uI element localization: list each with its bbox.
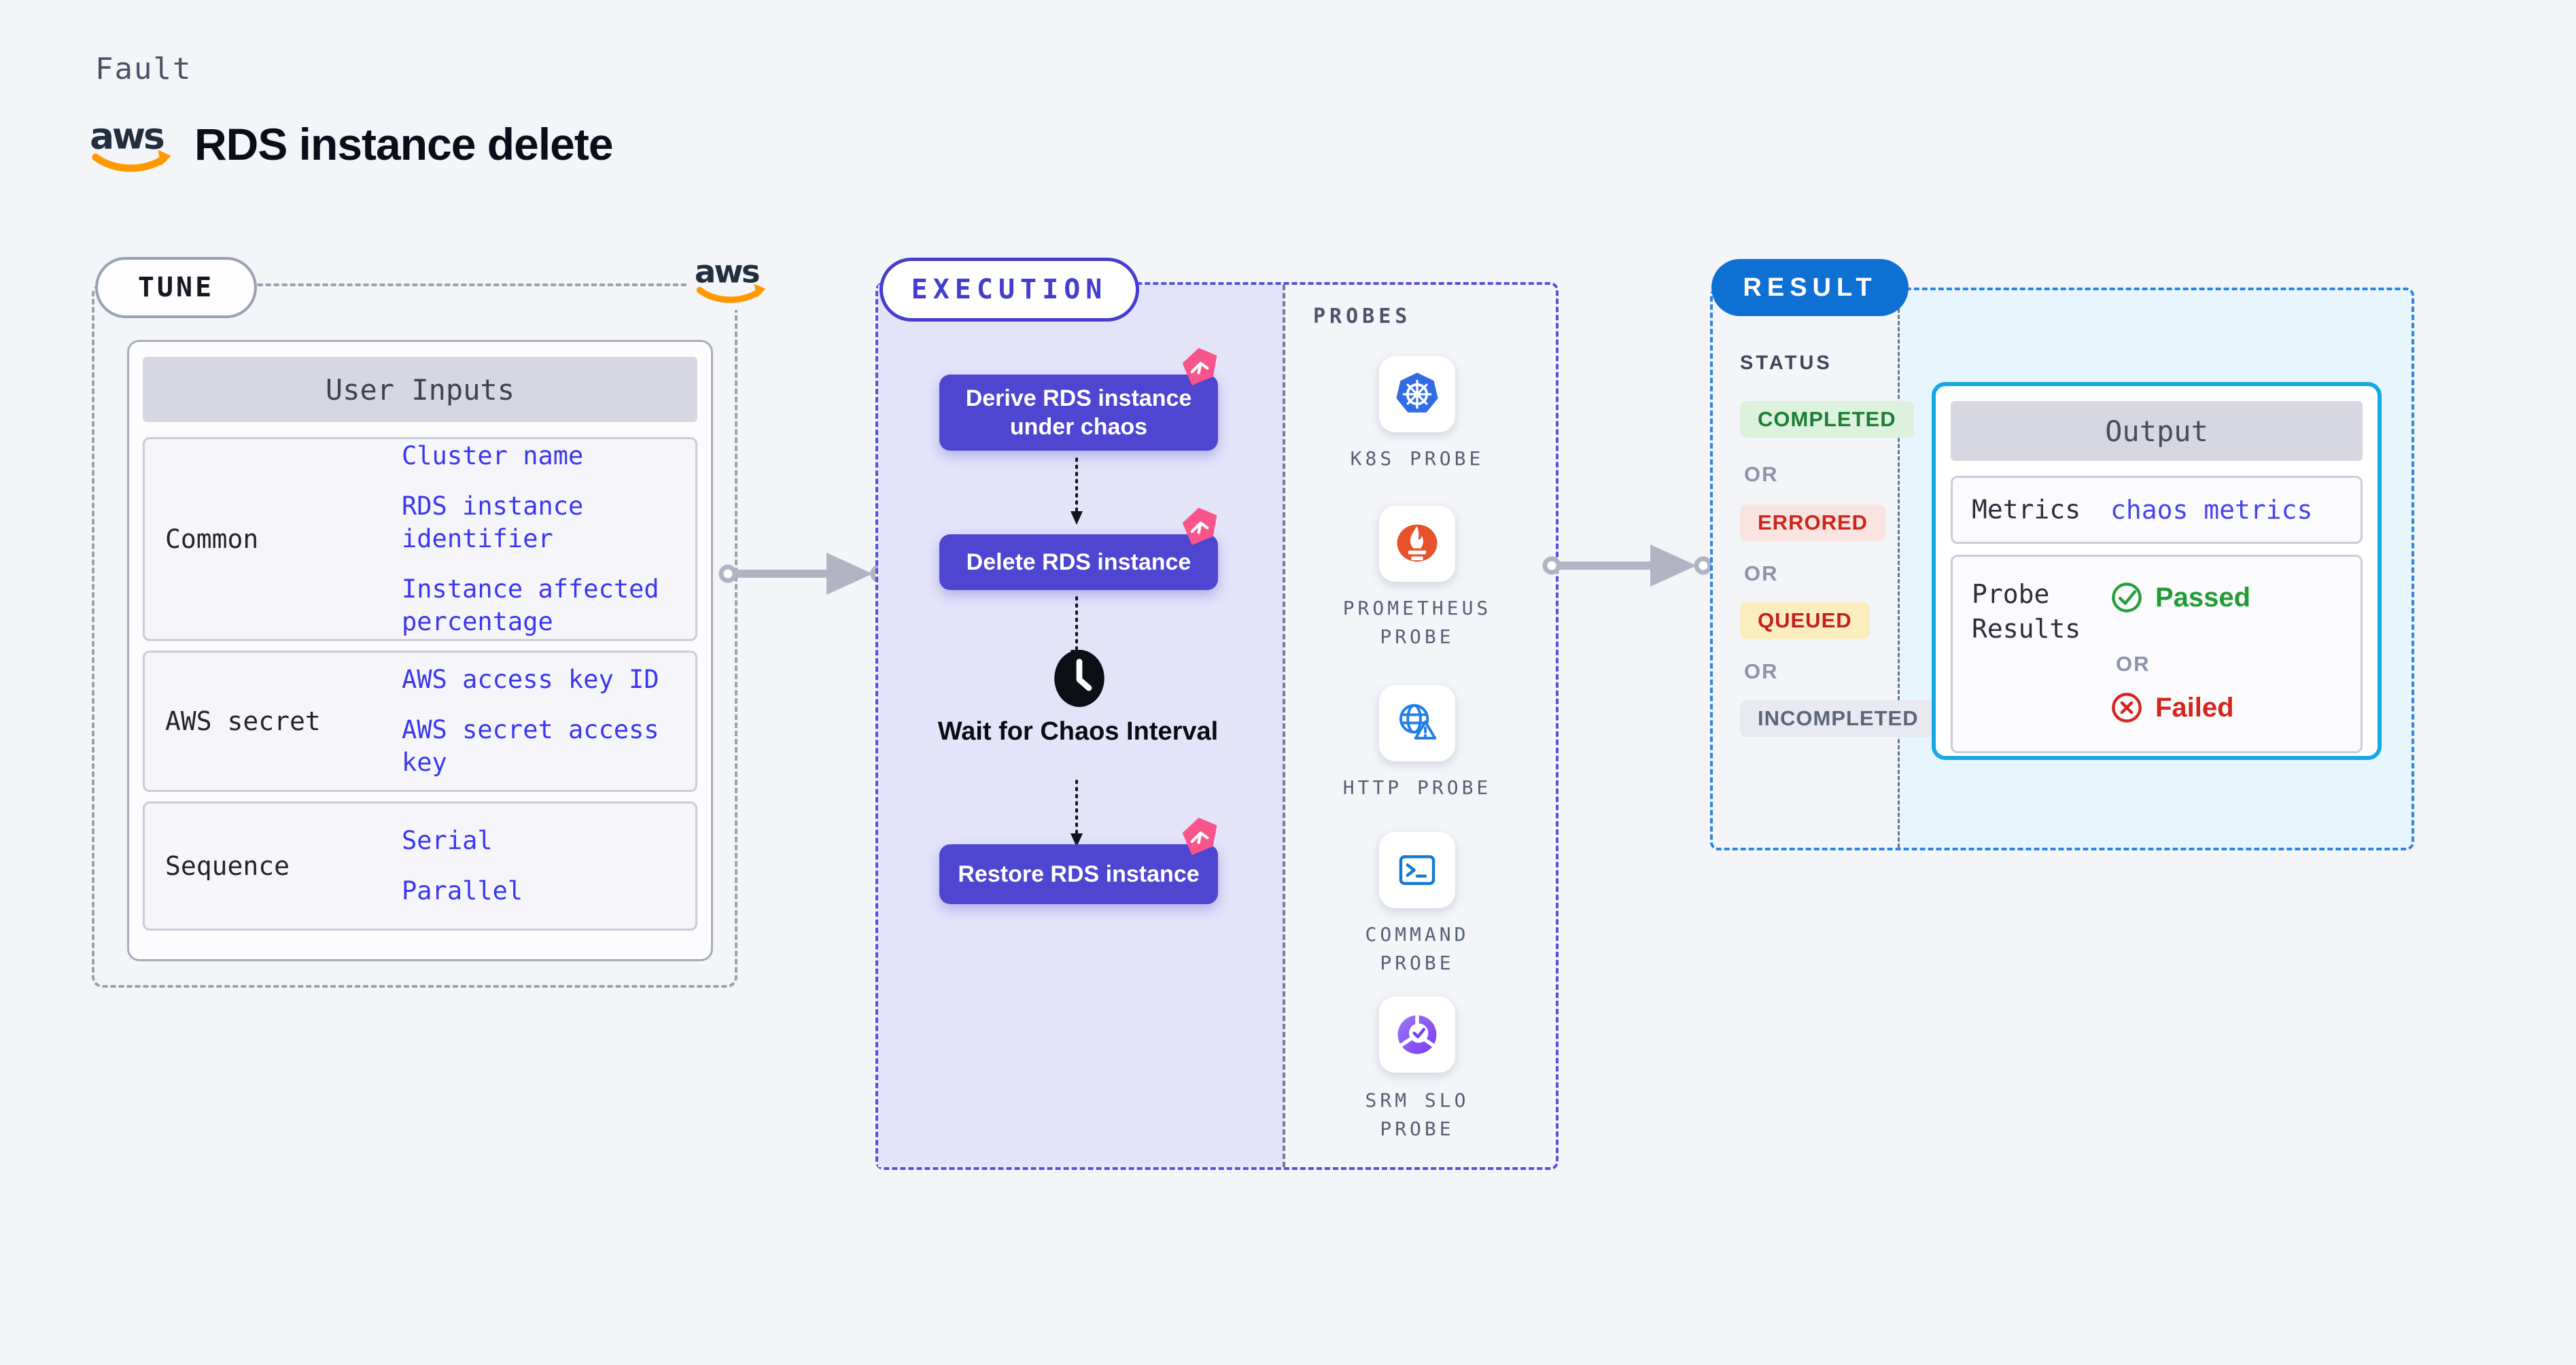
input-link-instance-affected-percentage[interactable]: Instance affected percentage <box>402 574 659 637</box>
row-values: Cluster name RDS instance identifier Ins… <box>402 440 709 638</box>
or-label: OR <box>1744 462 1779 486</box>
user-inputs-table: User Inputs Common Cluster name RDS inst… <box>127 340 713 961</box>
flow-dotted-arrow <box>1068 779 1085 850</box>
output-row-metrics: Metrics chaos metrics <box>1951 476 2363 544</box>
tune-badge: TUNE <box>95 257 257 318</box>
x-circle-icon <box>2110 691 2143 724</box>
flow-arrow-tune-to-execution <box>718 549 888 598</box>
user-inputs-header: User Inputs <box>143 357 697 422</box>
status-badge-errored: ERRORED <box>1740 504 1886 541</box>
aws-logo <box>88 114 175 174</box>
aws-icon <box>693 252 769 305</box>
output-table: Output Metrics chaos metrics Probe Resul… <box>1932 382 2382 760</box>
status-badge-incompleted: INCOMPLETED <box>1740 700 1936 737</box>
step-restore-rds-instance[interactable]: Restore RDS instance <box>939 844 1218 904</box>
row-values: Serial Parallel <box>402 825 709 908</box>
chaos-icon <box>1179 816 1221 858</box>
probe-result-passed: Passed <box>2110 581 2250 614</box>
check-circle-icon <box>2110 581 2143 614</box>
flow-arrow-execution-to-result <box>1542 541 1711 590</box>
probe-tile-prometheus[interactable] <box>1379 506 1455 582</box>
status-heading: STATUS <box>1740 352 1832 374</box>
input-link-aws-secret-access-key[interactable]: AWS secret access key <box>402 714 659 778</box>
probe-tile-command[interactable] <box>1379 832 1455 908</box>
row-values: AWS access key ID AWS secret access key <box>402 663 709 779</box>
probes-heading: PROBES <box>1313 305 1412 328</box>
probe-tile-http[interactable] <box>1379 685 1455 761</box>
http-globe-icon <box>1393 699 1441 747</box>
probe-results-label: Probe Results <box>1972 579 2081 644</box>
row-label: Common <box>165 524 259 554</box>
terminal-icon <box>1393 846 1441 894</box>
output-header: Output <box>1951 401 2363 461</box>
output-row-probe-results: Probe Results Passed OR Failed <box>1951 555 2363 753</box>
execution-probes-divider <box>1283 285 1285 1167</box>
input-link-serial[interactable]: Serial <box>402 825 493 855</box>
tune-section <box>92 283 737 988</box>
status-badge-completed: COMPLETED <box>1740 401 1914 438</box>
table-row-common: Common Cluster name RDS instance identif… <box>143 437 697 641</box>
failed-label: Failed <box>2155 692 2234 723</box>
step-delete-rds-instance[interactable]: Delete RDS instance <box>939 534 1218 590</box>
step-derive-rds-instance[interactable]: Derive RDS instance under chaos <box>939 375 1218 451</box>
or-label: OR <box>1744 561 1779 585</box>
page-title: RDS instance delete <box>194 119 614 169</box>
probe-label-k8s: K8S PROBE <box>1350 447 1484 470</box>
metrics-label: Metrics <box>1972 494 2081 525</box>
passed-label: Passed <box>2155 582 2251 612</box>
input-link-parallel[interactable]: Parallel <box>402 876 523 905</box>
probe-label-http: HTTP PROBE <box>1342 776 1492 799</box>
clock-icon <box>1051 646 1108 711</box>
probe-tile-srm-slo[interactable] <box>1379 997 1455 1073</box>
fault-kind-label: Fault <box>95 52 192 86</box>
prometheus-icon <box>1393 520 1441 568</box>
or-label: OR <box>2116 652 2151 676</box>
input-link-aws-access-key-id[interactable]: AWS access key ID <box>402 664 659 694</box>
slo-donut-icon <box>1393 1011 1441 1058</box>
input-link-cluster-name[interactable]: Cluster name <box>402 440 584 470</box>
result-divider <box>1898 290 1900 848</box>
probe-tile-k8s[interactable] <box>1379 356 1455 432</box>
execution-badge: EXECUTION <box>880 258 1139 322</box>
wait-for-chaos-label: Wait for Chaos Interval <box>937 717 1219 746</box>
row-label: Sequence <box>165 851 290 881</box>
aws-logo-small <box>689 247 773 310</box>
probe-label-command: COMMAND PROBE <box>1365 923 1469 974</box>
table-row-aws-secret: AWS secret AWS access key ID AWS secret … <box>143 651 697 792</box>
table-row-sequence: Sequence Serial Parallel <box>143 801 697 931</box>
result-badge: RESULT <box>1711 259 1909 316</box>
kubernetes-icon <box>1393 370 1441 418</box>
probe-result-failed: Failed <box>2110 691 2234 724</box>
or-label: OR <box>1744 659 1779 683</box>
chaos-icon <box>1179 346 1221 388</box>
probe-label-prometheus: PROMETHEUS PROBE <box>1342 597 1492 648</box>
chaos-metrics-link[interactable]: chaos metrics <box>2110 495 2313 525</box>
status-badge-queued: QUEUED <box>1740 602 1870 639</box>
probe-label-srm-slo: SRM SLO PROBE <box>1365 1089 1469 1140</box>
flow-dotted-arrow <box>1068 457 1085 528</box>
row-label: AWS secret <box>165 706 321 736</box>
chaos-icon <box>1179 506 1221 548</box>
input-link-rds-instance-identifier[interactable]: RDS instance identifier <box>402 491 584 553</box>
